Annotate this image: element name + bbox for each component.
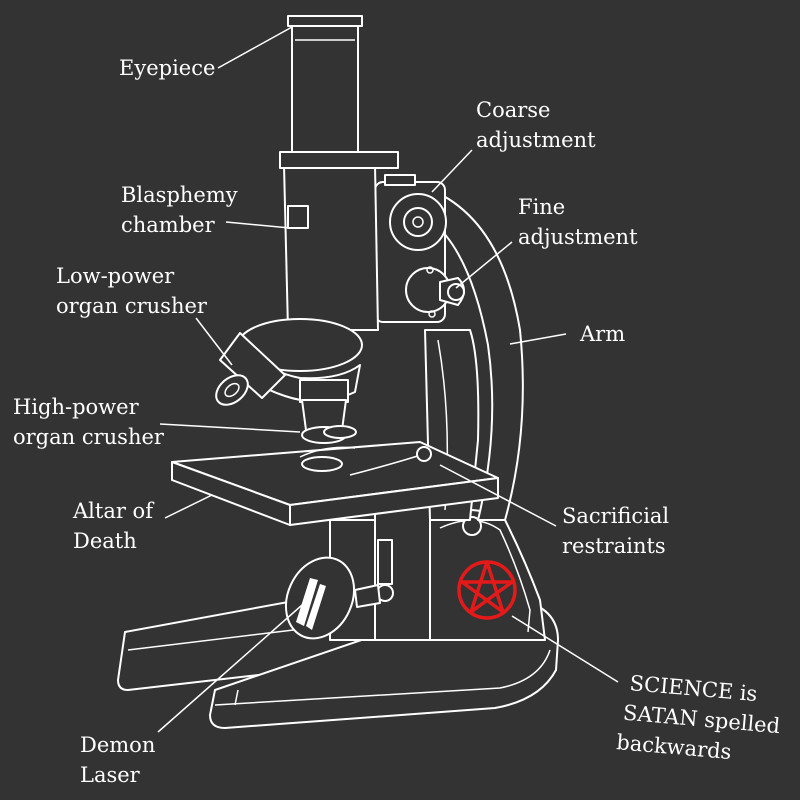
label-sacrificial-line2: restraints <box>562 534 666 558</box>
demon-leader <box>157 597 311 733</box>
label-high-power-line1: High-power <box>13 395 140 419</box>
label-low-power-line1: Low-power <box>56 264 175 288</box>
label-high-power-line2: organ crusher <box>13 425 165 449</box>
pillar <box>329 504 546 641</box>
label-science-line3: backwards <box>615 730 732 764</box>
label-fine-adjustment-line2: adjustment <box>518 225 638 249</box>
label-blasphemy-chamber-line2: chamber <box>121 213 216 237</box>
label-science-line1: SCIENCE is <box>629 671 759 706</box>
science-label-group: SCIENCE is SATAN spelled backwards <box>615 671 781 764</box>
body-tube <box>279 15 399 331</box>
arm-leader <box>509 333 567 345</box>
pentagram-icon <box>457 560 517 620</box>
adjustment-knobs <box>374 174 465 323</box>
label-sacrificial-line1: Sacrificial <box>562 504 669 528</box>
label-blasphemy-chamber-line1: Blasphemy <box>121 183 238 207</box>
label-altar-line1: Altar of <box>72 499 155 523</box>
sacrificial-leader <box>439 464 557 527</box>
label-altar-line2: Death <box>73 529 137 553</box>
eyepiece-leader <box>217 26 293 69</box>
label-low-power-line2: organ crusher <box>56 294 208 318</box>
label-demon-laser-line1: Demon <box>80 733 155 757</box>
high-power-objective <box>301 399 357 444</box>
demon-laser <box>284 556 356 640</box>
fine-leader <box>455 241 513 289</box>
label-coarse-adjustment-line2: adjustment <box>476 128 596 152</box>
low-power-objective <box>215 332 286 406</box>
label-eyepiece: Eyepiece <box>119 56 215 80</box>
altar-leader <box>164 494 213 519</box>
science-leader <box>511 615 619 683</box>
label-demon-laser-line2: Laser <box>80 763 141 787</box>
stage <box>171 441 499 526</box>
blasphemy-leader <box>225 221 291 229</box>
label-fine-adjustment-line1: Fine <box>518 195 565 219</box>
lowpower-leader <box>195 317 233 366</box>
microscope-illustration <box>117 15 559 729</box>
labels: Eyepiece Coarse adjustment Fine adjustme… <box>13 56 781 787</box>
leader-lines <box>157 26 619 733</box>
label-arm: Arm <box>579 322 625 346</box>
highpower-leader <box>159 423 301 433</box>
coarse-leader <box>431 149 473 193</box>
label-coarse-adjustment-line1: Coarse <box>476 98 550 122</box>
